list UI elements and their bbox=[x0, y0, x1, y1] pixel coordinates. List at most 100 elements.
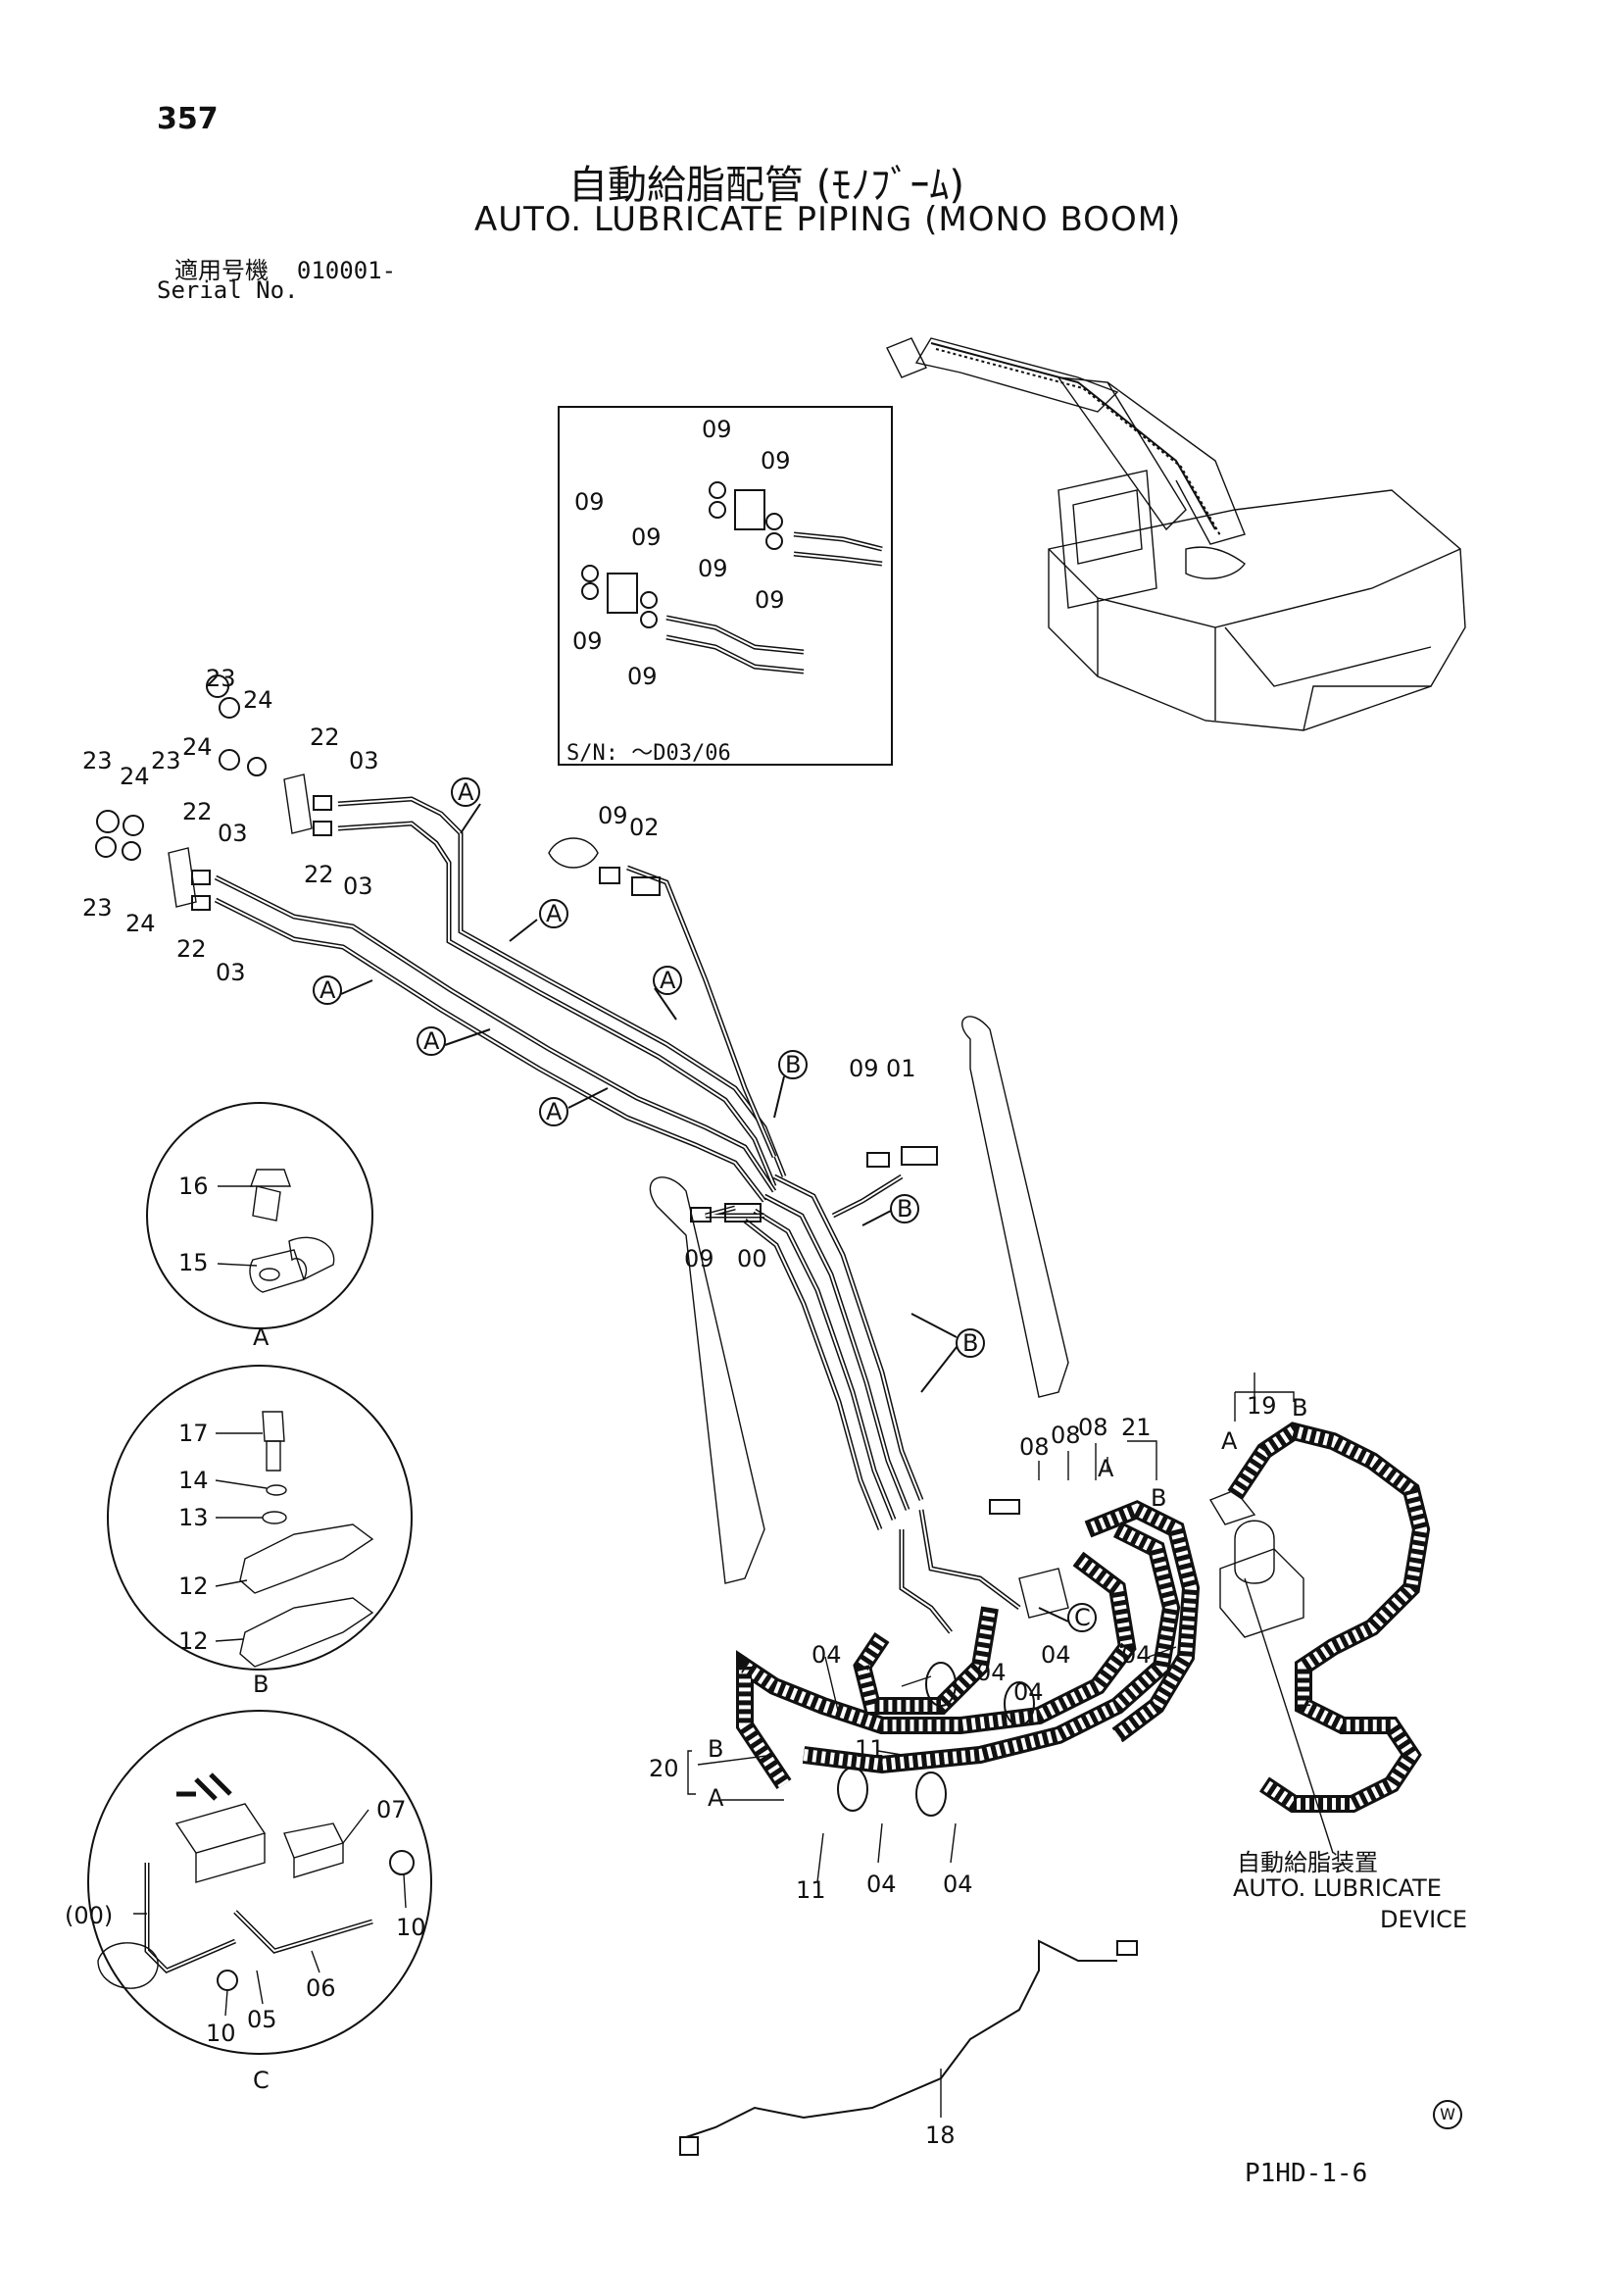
detail-b-callout: 13 bbox=[178, 1504, 209, 1531]
callout-24: 24 bbox=[120, 763, 150, 790]
callout-03: 03 bbox=[349, 747, 379, 774]
callout-01: 01 bbox=[886, 1055, 916, 1082]
callout-21: 21 bbox=[1121, 1414, 1152, 1441]
detail-b: 17 14 13 12 12 B bbox=[107, 1365, 413, 1698]
callout-04: 04 bbox=[943, 1871, 973, 1898]
section-mark: C bbox=[1074, 1604, 1091, 1631]
detail-c-callout: 07 bbox=[376, 1796, 407, 1823]
callout-11: 11 bbox=[855, 1735, 885, 1763]
section-mark: A bbox=[458, 778, 474, 806]
detail-b-callout: 12 bbox=[178, 1572, 209, 1600]
excavator-overview bbox=[886, 337, 1466, 731]
section-mark: A bbox=[546, 900, 563, 927]
section-mark: B bbox=[785, 1051, 801, 1078]
callout-08: 08 bbox=[1078, 1414, 1108, 1441]
section-mark: A bbox=[546, 1098, 563, 1125]
detail-a: 16 15 A bbox=[146, 1102, 373, 1351]
detail-c-callout: 05 bbox=[247, 2006, 277, 2033]
callout-11: 11 bbox=[796, 1876, 826, 1904]
detail-c-callout: 10 bbox=[206, 2020, 236, 2047]
detail-c-callout: 10 bbox=[396, 1914, 426, 1941]
boom-piping: 09 02 09 01 09 00 bbox=[214, 796, 1069, 1634]
lube-device-area: 19 08 08 08 21 04 04 04 04 04 04 04 11 1… bbox=[649, 1373, 1431, 2156]
detail-c-callout: (00) bbox=[65, 1902, 113, 1929]
detail-c-callout: 06 bbox=[306, 1974, 336, 2002]
serial-value: 010001- bbox=[296, 257, 397, 284]
page-number: 357 bbox=[157, 102, 219, 136]
device-label-en-line2: DEVICE bbox=[1380, 1906, 1468, 1933]
inset-callout: 09 bbox=[698, 555, 728, 582]
inset-callout: 09 bbox=[574, 488, 605, 516]
callout-03: 03 bbox=[343, 873, 373, 900]
device-label-en-line1: AUTO. LUBRICATE bbox=[1233, 1874, 1442, 1902]
hose-end-a: A bbox=[1221, 1427, 1238, 1455]
inset-callout: 09 bbox=[631, 524, 662, 551]
detail-a-callout: 16 bbox=[178, 1173, 209, 1200]
detail-a-callout: 15 bbox=[178, 1249, 209, 1276]
inset-callout: 09 bbox=[755, 586, 785, 614]
inset-box: 09 09 09 09 09 09 09 09 bbox=[558, 406, 893, 766]
callout-08: 08 bbox=[1019, 1433, 1050, 1461]
inset-callout: 09 bbox=[627, 663, 658, 690]
hose-end-a: A bbox=[1098, 1455, 1114, 1482]
section-mark: B bbox=[897, 1195, 912, 1223]
section-mark: A bbox=[423, 1027, 440, 1055]
callout-00: 00 bbox=[737, 1245, 767, 1273]
section-marks: A A A A A A B B B C bbox=[313, 777, 1097, 1632]
title-japanese: 自動給脂配管 (ﾓﾉﾌﾞｰﾑ) bbox=[568, 163, 964, 208]
callout-23: 23 bbox=[82, 747, 113, 774]
hose-end-b: B bbox=[1151, 1484, 1166, 1512]
serial-label-en: Serial No. bbox=[157, 276, 299, 304]
callout-02: 02 bbox=[629, 814, 660, 841]
callout-22: 22 bbox=[182, 798, 213, 825]
detail-b-callout: 14 bbox=[178, 1467, 209, 1494]
callout-04: 04 bbox=[1013, 1678, 1044, 1706]
callout-18: 18 bbox=[925, 2121, 956, 2149]
section-mark: B bbox=[962, 1329, 978, 1357]
callout-24: 24 bbox=[125, 910, 156, 937]
callout-22: 22 bbox=[304, 861, 334, 888]
serial-line: 適用号機 010001- bbox=[174, 251, 396, 285]
callout-22: 22 bbox=[310, 724, 340, 751]
callout-09: 09 bbox=[598, 802, 628, 829]
detail-b-callout: 17 bbox=[178, 1420, 209, 1447]
callout-08: 08 bbox=[1051, 1422, 1081, 1449]
callout-22: 22 bbox=[176, 935, 207, 963]
section-mark: A bbox=[660, 967, 676, 994]
callout-24: 24 bbox=[182, 733, 213, 761]
inset-callout: 09 bbox=[761, 447, 791, 474]
hose-end-a: A bbox=[708, 1784, 724, 1812]
callout-04: 04 bbox=[976, 1659, 1007, 1686]
callout-23: 23 bbox=[82, 894, 113, 922]
detail-a-label: A bbox=[253, 1323, 270, 1351]
callout-04: 04 bbox=[866, 1871, 897, 1898]
w-mark-icon: W bbox=[1433, 2100, 1462, 2129]
hose-end-b: B bbox=[708, 1735, 723, 1763]
callout-04: 04 bbox=[1041, 1641, 1071, 1669]
section-mark: A bbox=[320, 976, 336, 1004]
detail-c: 07 (00) 10 10 05 06 C bbox=[65, 1710, 432, 2094]
callout-09: 09 bbox=[684, 1245, 714, 1273]
title-english: AUTO. LUBRICATE PIPING (MONO BOOM) bbox=[474, 200, 1182, 239]
inset-callout: 09 bbox=[572, 627, 603, 655]
callout-03: 03 bbox=[218, 820, 248, 847]
callout-23: 23 bbox=[206, 665, 236, 692]
callout-20: 20 bbox=[649, 1755, 679, 1782]
detail-c-label: C bbox=[253, 2067, 270, 2094]
callout-09: 09 bbox=[849, 1055, 879, 1082]
footer-code: P1HD-1-6 bbox=[1245, 2159, 1368, 2188]
callout-19: 19 bbox=[1247, 1392, 1277, 1420]
inset-callout: 09 bbox=[702, 416, 732, 443]
callout-23: 23 bbox=[151, 747, 181, 774]
callout-03: 03 bbox=[216, 959, 246, 986]
detail-b-label: B bbox=[253, 1671, 269, 1698]
callout-24: 24 bbox=[243, 686, 273, 714]
inset-serial-note: S/N: ～D03/06 bbox=[566, 741, 731, 766]
hose-end-b: B bbox=[1292, 1394, 1307, 1422]
device-label-jp: 自動給脂装置 bbox=[1237, 1849, 1378, 1876]
serial-label-jp: 適用号機 bbox=[174, 257, 269, 284]
detail-b-callout: 12 bbox=[178, 1627, 209, 1655]
callout-04: 04 bbox=[1121, 1641, 1152, 1669]
